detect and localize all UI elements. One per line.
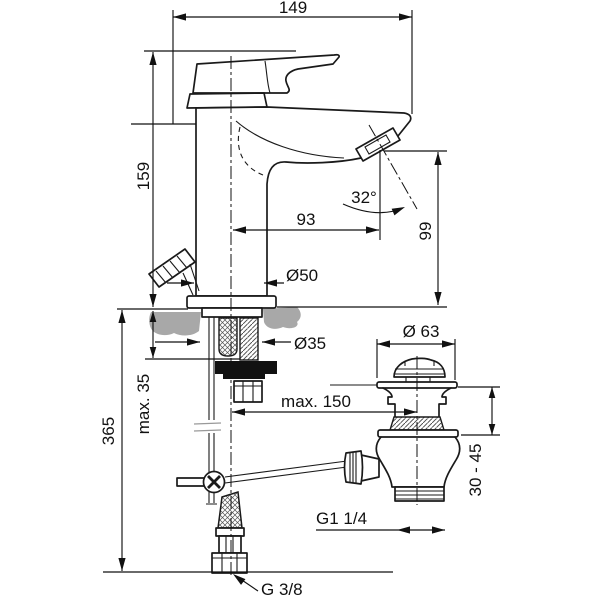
dim-max-thickness-label: max. 35: [134, 374, 153, 434]
label-supply-thread-text: G 3/8: [261, 580, 303, 599]
dim-hole-diameter: Ø35: [155, 334, 326, 353]
faucet-spout-aerator: [355, 127, 401, 162]
dim-max-reach-150: max. 150: [232, 392, 417, 416]
popup-rod-knob: [148, 248, 200, 296]
lift-rod-link: [224, 460, 348, 484]
dim-height-159: 159: [134, 50, 296, 307]
dim-total-depth-label: 365: [99, 417, 118, 445]
faucet-body: [195, 106, 412, 297]
dim-waste-range: 30 - 45: [458, 386, 500, 497]
dim-spout-reach-label: 93: [297, 210, 316, 229]
angle-32: 32°: [342, 124, 418, 240]
label-waste-thread-text: G1 1/4: [316, 509, 367, 528]
dim-base-diameter: Ø50: [167, 266, 318, 287]
dim-waste-range-label: 30 - 45: [466, 444, 485, 497]
dim-height-label: 159: [134, 162, 153, 190]
rubber-washer: [215, 361, 277, 379]
dim-spout-height-label: 99: [416, 222, 435, 241]
waste-knurled-connector: [343, 450, 380, 485]
dim-overall-width: 149: [131, 0, 413, 125]
deck-surface: [149, 307, 301, 336]
faucet-handle: [186, 53, 340, 109]
label-waste-thread: G1 1/4: [316, 509, 445, 534]
dim-hole-diameter-label: Ø35: [294, 334, 326, 353]
rod-coupling: [176, 470, 226, 494]
dim-waste-diameter-label: Ø 63: [403, 322, 440, 341]
mounting-nut: [233, 380, 263, 403]
angle-label: 32°: [351, 188, 377, 207]
dim-base-diameter-label: Ø50: [286, 266, 318, 285]
label-supply-thread: G 3/8: [233, 574, 303, 599]
dim-spout-height-99: 99: [277, 150, 447, 308]
dim-overall-width-label: 149: [279, 0, 307, 17]
dim-max-thickness: max. 35: [134, 311, 240, 434]
dim-waste-diameter: Ø 63: [376, 322, 456, 380]
dim-total-depth-365: 365: [99, 308, 393, 573]
dim-max-reach-label: max. 150: [281, 392, 351, 411]
waste-assembly: [330, 357, 461, 502]
supply-hose: [211, 491, 248, 574]
dim-spout-reach-93: 93: [233, 210, 379, 234]
